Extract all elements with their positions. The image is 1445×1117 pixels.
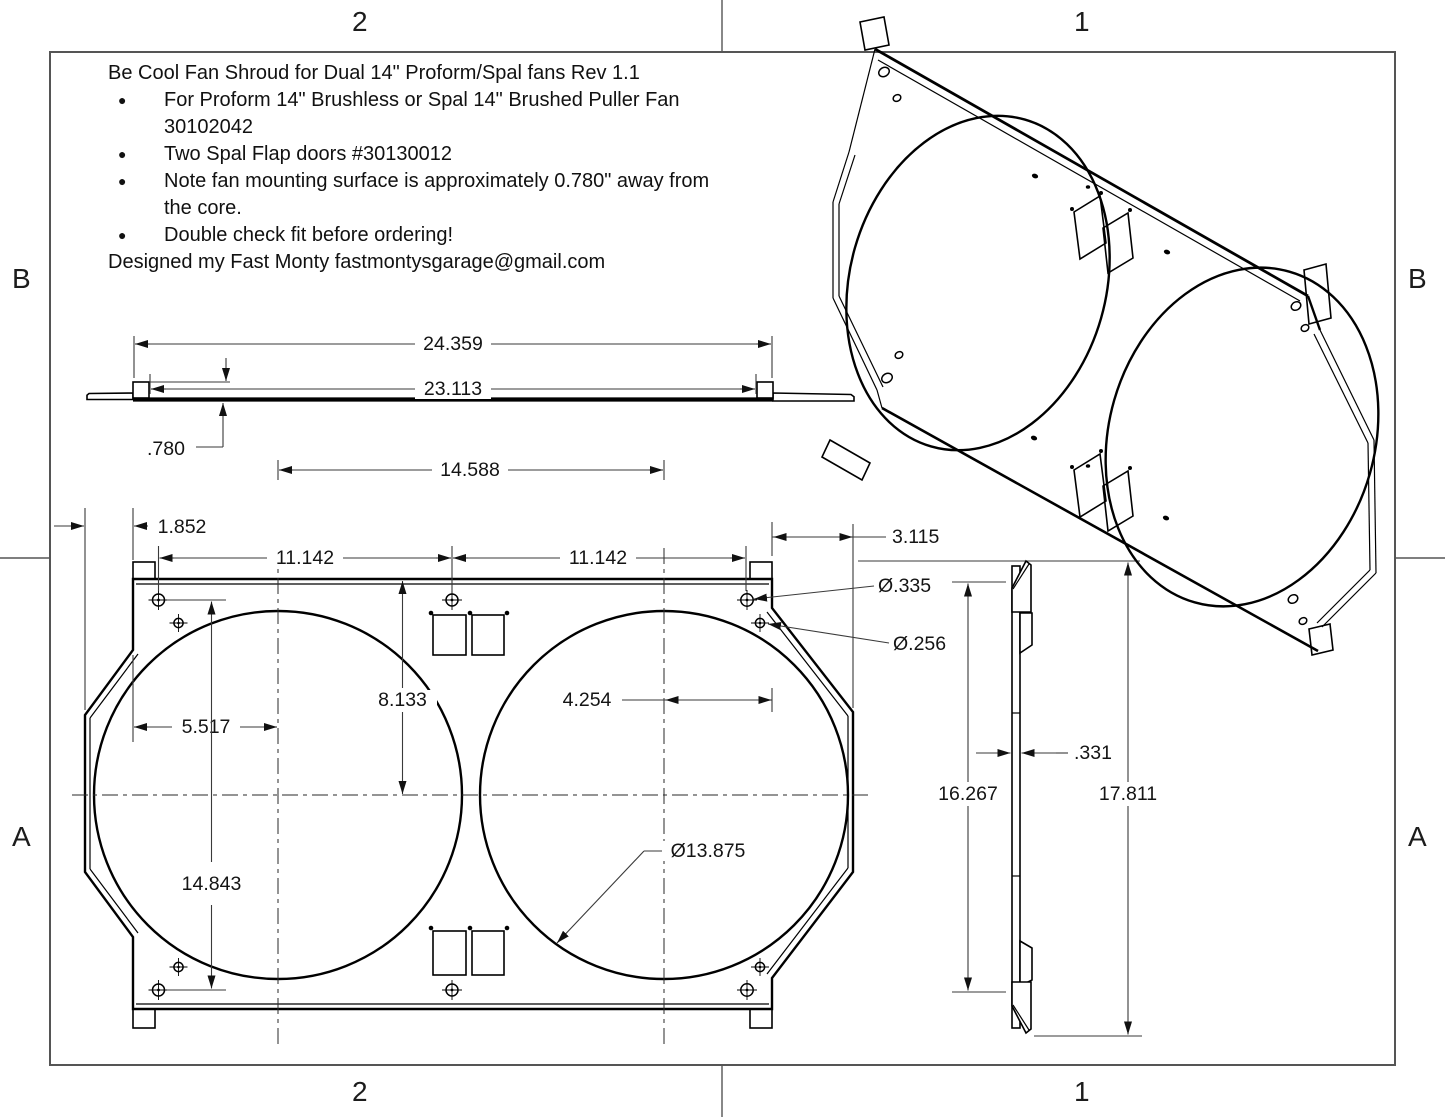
dim-flange-right: 3.115 bbox=[892, 526, 940, 548]
dim-hole-span-right: 11.142 bbox=[569, 547, 627, 569]
title-block-notes: Be Cool Fan Shroud for Dual 14" Proform/… bbox=[108, 60, 760, 276]
front-view: 1.852 14.588 11.142 11.142 bbox=[54, 459, 946, 1044]
iso-flap-doors bbox=[1070, 191, 1134, 533]
dim-side-overall: 17.811 bbox=[1099, 783, 1157, 805]
dim-top-to-center: 8.133 bbox=[378, 689, 427, 711]
bullet-icon: ● bbox=[118, 173, 127, 189]
dim-overall-width: 24.359 bbox=[423, 333, 483, 355]
top-view-left-tab bbox=[132, 381, 150, 399]
note-item: ● Two Spal Flap doors #30130012 bbox=[108, 141, 760, 168]
side-view: 16.267 17.811 .331 bbox=[858, 559, 1167, 1037]
note-text: Double check fit before ordering! bbox=[164, 224, 454, 246]
bullet-icon: ● bbox=[118, 227, 127, 243]
dim-hole-span-vert: 14.843 bbox=[182, 873, 242, 895]
dim-thickness: .331 bbox=[1074, 742, 1112, 764]
dim-center-to-edge: 4.254 bbox=[563, 689, 612, 711]
note-item: ● For Proform 14" Brushless or Spal 14" B… bbox=[108, 87, 760, 141]
front-top-left-tab bbox=[132, 561, 156, 580]
iso-fan-opening-right bbox=[1104, 266, 1380, 608]
dim-fan-spacing: 14.588 bbox=[440, 459, 500, 481]
side-top-tab bbox=[1011, 559, 1032, 613]
zone-label-bottom-1: 1 bbox=[1074, 1076, 1090, 1107]
flap-door-openings bbox=[428, 610, 510, 976]
right-flange-arm bbox=[772, 392, 855, 402]
bullet-icon: ● bbox=[118, 146, 127, 162]
front-bottom-right-tab bbox=[749, 1008, 773, 1029]
notes-list: ● For Proform 14" Brushless or Spal 14" B… bbox=[108, 87, 760, 249]
zone-label-right-B: B bbox=[1408, 263, 1427, 294]
note-text: Note fan mounting surface is approximate… bbox=[164, 170, 710, 219]
isometric-view bbox=[820, 16, 1380, 656]
mounting-holes bbox=[148, 590, 769, 1000]
dim-fan-dia: Ø13.875 bbox=[671, 840, 746, 862]
dim-hole-span-left: 11.142 bbox=[276, 547, 334, 569]
note-text: Two Spal Flap doors #30130012 bbox=[164, 143, 452, 165]
iso-mounting-holes bbox=[878, 66, 1310, 626]
shroud-outline bbox=[83, 577, 855, 1011]
zone-label-left-A: A bbox=[12, 821, 31, 852]
zone-label-bottom-2: 2 bbox=[352, 1076, 368, 1107]
zone-label-top-2: 2 bbox=[352, 6, 368, 37]
iso-tab-bottom-left bbox=[820, 438, 872, 482]
dim-inner-width: 23.113 bbox=[424, 378, 482, 400]
dim-depth-offset: .780 bbox=[147, 438, 185, 460]
zone-label-top-1: 1 bbox=[1074, 6, 1090, 37]
zone-label-left-B: B bbox=[12, 263, 31, 294]
iso-fan-opening-left bbox=[845, 114, 1111, 452]
front-top-right-tab bbox=[749, 561, 773, 580]
side-lower-flange bbox=[1019, 939, 1033, 988]
drawing-title: Be Cool Fan Shroud for Dual 14" Proform/… bbox=[108, 62, 640, 84]
side-upper-flange bbox=[1019, 612, 1033, 655]
dim-hole-small: Ø.256 bbox=[893, 633, 946, 655]
zone-label-right-A: A bbox=[1408, 821, 1427, 852]
top-view-right-tab bbox=[756, 381, 774, 399]
iso-tab-bottom-right bbox=[1308, 623, 1334, 656]
side-plate-edge bbox=[1011, 565, 1021, 1029]
iso-tab-top-left bbox=[859, 16, 890, 51]
side-bottom-tab bbox=[1011, 981, 1032, 1035]
left-flange-arm bbox=[86, 392, 134, 401]
iso-tab-top-right bbox=[1303, 262, 1332, 326]
note-item: ● Double check fit before ordering! bbox=[108, 222, 760, 249]
dim-edge-to-center: 5.517 bbox=[182, 716, 231, 738]
dim-edge-offset: 1.852 bbox=[158, 516, 207, 538]
front-bottom-left-tab bbox=[132, 1008, 156, 1029]
dim-hole-large: Ø.335 bbox=[878, 575, 931, 597]
top-view: 24.359 23.113 .780 bbox=[86, 333, 855, 460]
dim-side-inner: 16.267 bbox=[938, 783, 998, 805]
note-text: For Proform 14" Brushless or Spal 14" Br… bbox=[164, 89, 680, 138]
designer-note: Designed my Fast Monty fastmontysgarage@… bbox=[108, 251, 606, 273]
note-item: ● Note fan mounting surface is approximat… bbox=[108, 168, 760, 222]
bullet-icon: ● bbox=[118, 92, 127, 108]
